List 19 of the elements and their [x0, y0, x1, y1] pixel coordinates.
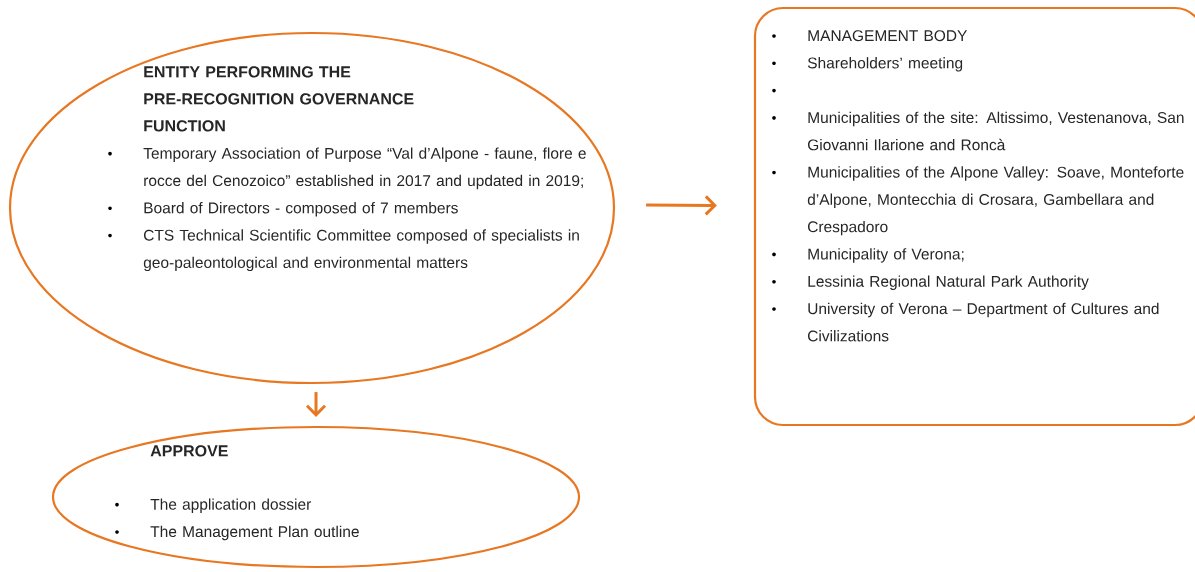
- ellipse-shape: [8, 31, 616, 385]
- heading: APPROVE: [150, 445, 228, 457]
- list-item: MANAGEMENT BODY: [808, 30, 968, 42]
- list-item: Municipalities of the Alpone Valley: Soave, Monteforte d’Alpone, Montecchia di Crosara, Gambellara and Crespadoro: [807, 166, 1184, 236]
- rounded-box: [753, 6, 1195, 427]
- list-item: Board of Directors - composed of 7 members: [144, 202, 458, 217]
- list-item: Temporary Association of Purpose “Val d’Alpone - faune, flore e rocce del Cenozoico” established in 2017 and updated in 2019;: [143, 147, 586, 190]
- list-item: Municipality of Verona;: [808, 248, 964, 263]
- list-item: CTS Technical Scientific Committee composed of specialists in geo-paleontological and environmental matters: [143, 229, 579, 272]
- heading: ENTITY PERFORMING THE PRE-RECOGNITION GOVERNANCE FUNCTION: [144, 66, 414, 132]
- list-item: The application dossier: [150, 498, 312, 513]
- ellipse-shape: [51, 425, 581, 569]
- arrow: [305, 392, 327, 417]
- list-item: Shareholders’ meeting: [807, 57, 963, 72]
- list-item: The Management Plan outline: [150, 525, 359, 541]
- list-item: Lessinia Regional Natural Park Authority: [808, 275, 1089, 290]
- list-item: Municipalities of the site: Altissimo, Vestenanova, San Giovanni Ilarione and Roncà: [808, 111, 1184, 151]
- arrow: [646, 195, 717, 216]
- list-item: University of Verona – Department of Cultures and Civilizations: [808, 302, 1159, 342]
